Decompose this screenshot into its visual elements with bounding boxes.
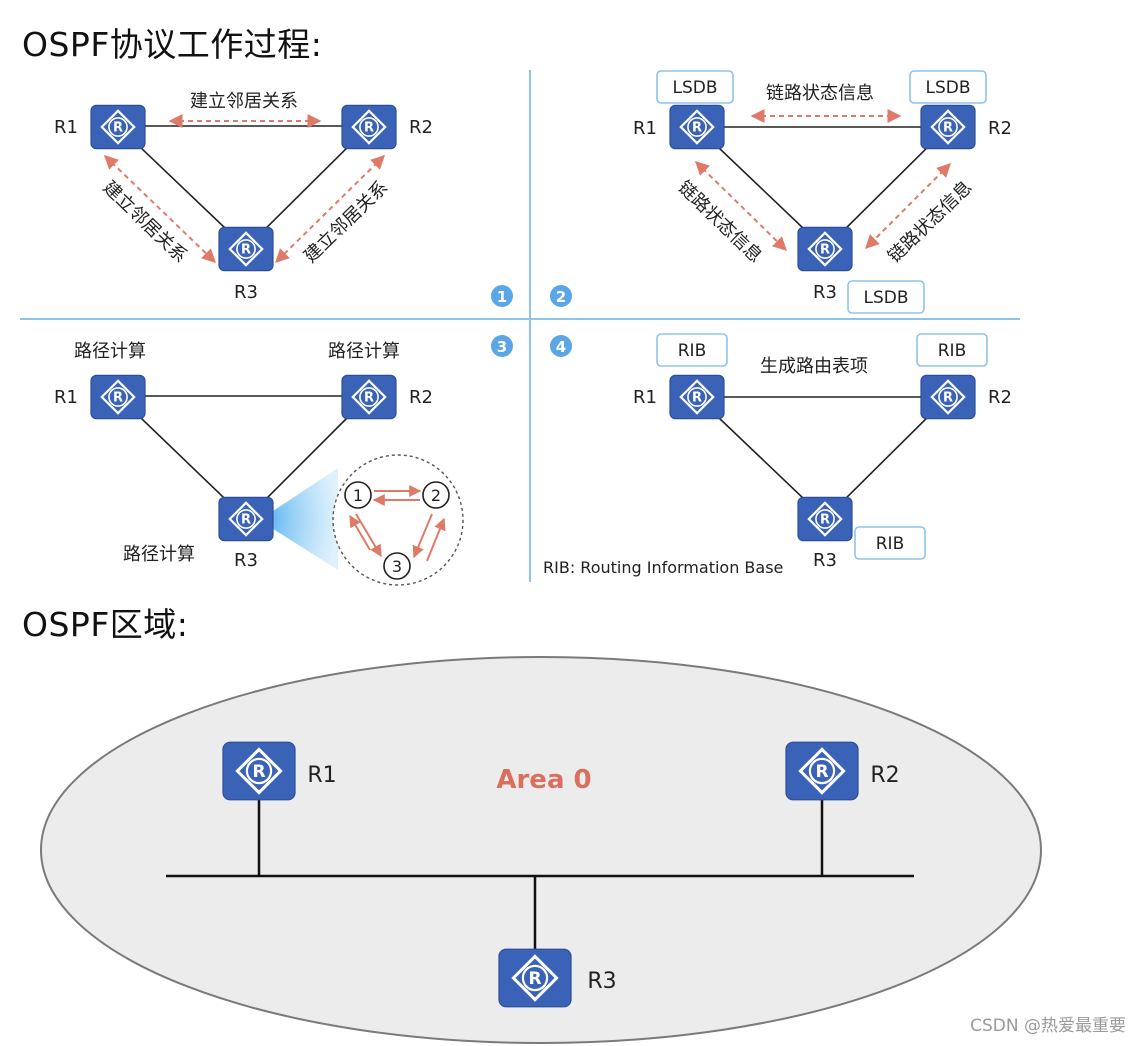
q3-r3-router-glyph: R xyxy=(241,513,251,528)
q2-r2-router-glyph: R xyxy=(943,121,953,136)
q2-r3-label: R3 xyxy=(813,282,837,303)
q1-r2-router-glyph: R xyxy=(364,121,374,136)
quadrant-4-rib: RIB RIB RIB 生成路由表项 RIB: Routing Informat… xyxy=(543,333,1012,577)
q3-r2-label: R2 xyxy=(409,387,433,408)
q2-right-label: 链路状态信息 xyxy=(884,177,976,267)
calc-node-3: 3 xyxy=(392,557,402,576)
area-r1-label: R1 xyxy=(307,763,336,788)
area-r2-router-glyph: R xyxy=(815,762,828,782)
q2-lsdb-r2: LSDB xyxy=(925,78,970,98)
q2-r2-label: R2 xyxy=(988,118,1012,139)
q4-r2-router-icon: R xyxy=(920,374,976,420)
process-title: OSPF协议工作过程: xyxy=(22,25,323,64)
q1-r3-label: R3 xyxy=(234,282,258,303)
q1-r2-router-icon: R xyxy=(341,104,397,150)
area-r3-router-glyph: R xyxy=(528,969,541,989)
q3-r2-calc-label: 路径计算 xyxy=(328,341,400,362)
q2-r1-router-icon: R xyxy=(669,104,725,150)
q4-r1-label: R1 xyxy=(633,387,657,408)
q4-top-label: 生成路由表项 xyxy=(760,356,868,377)
q2-r1-router-glyph: R xyxy=(692,121,702,136)
q4-r1-router-icon: R xyxy=(669,374,725,420)
area-r3-label: R3 xyxy=(587,969,616,994)
q3-r3-calc-label: 路径计算 xyxy=(123,544,195,565)
q3-r1-router-glyph: R xyxy=(113,391,123,406)
step-badge-2: 2 xyxy=(556,288,566,306)
watermark: CSDN @热爱最重要 xyxy=(970,1016,1126,1036)
q1-r3-router-glyph: R xyxy=(241,243,251,258)
area-r1-router-glyph: R xyxy=(252,762,265,782)
area-title: OSPF区域: xyxy=(22,605,189,644)
q2-top-label: 链路状态信息 xyxy=(766,83,874,104)
q3-r1-calc-label: 路径计算 xyxy=(74,341,146,362)
area-r2-router-icon: R xyxy=(785,741,859,801)
q3-r3-router-icon: R xyxy=(218,496,274,542)
q2-r1-label: R1 xyxy=(633,118,657,139)
q4-r2-label: R2 xyxy=(988,387,1012,408)
q1-r3-router-icon: R xyxy=(218,226,274,272)
q2-left-label: 链路状态信息 xyxy=(674,177,766,267)
q1-r2-label: R2 xyxy=(409,117,433,138)
quadrant-3-path-calc: 1 2 3 路径计算 路径计算 路径计算 R1 R2 R3 xyxy=(54,341,464,586)
q4-footnote: RIB: Routing Information Base xyxy=(543,558,783,577)
q1-r1-router-icon: R xyxy=(90,104,146,150)
q3-r3-label: R3 xyxy=(234,550,258,571)
q1-left-label: 建立邻居关系 xyxy=(99,177,191,267)
q2-r3-router-icon: R xyxy=(797,226,853,272)
q1-top-label: 建立邻居关系 xyxy=(190,91,298,112)
q1-right-label: 建立邻居关系 xyxy=(300,177,392,267)
step-badges: 1 2 3 4 xyxy=(491,285,572,357)
step-badge-1: 1 xyxy=(497,288,507,306)
area-0-label: Area 0 xyxy=(496,765,591,795)
q4-rib-r2: RIB xyxy=(938,341,967,361)
calc-node-2: 2 xyxy=(431,486,441,505)
q3-r1-label: R1 xyxy=(54,387,78,408)
q4-r2-router-glyph: R xyxy=(943,391,953,406)
q4-rib-r3: RIB xyxy=(876,534,905,554)
area-r3-router-icon: R xyxy=(498,948,572,1008)
q2-lsdb-r1: LSDB xyxy=(672,78,717,98)
router-icons: R R R R R R R R R R R R R R R xyxy=(90,104,976,1008)
q4-r3-router-glyph: R xyxy=(820,513,830,528)
q2-lsdb-r3: LSDB xyxy=(863,288,908,308)
q4-rib-r1: RIB xyxy=(678,341,707,361)
q4-r3-label: R3 xyxy=(813,550,837,571)
q1-r1-router-glyph: R xyxy=(113,121,123,136)
q3-r2-router-glyph: R xyxy=(364,391,374,406)
q4-r3-router-icon: R xyxy=(797,496,853,542)
calc-node-1: 1 xyxy=(353,486,363,505)
q2-r2-router-icon: R xyxy=(920,104,976,150)
q2-r3-router-glyph: R xyxy=(820,243,830,258)
step-badge-3: 3 xyxy=(497,338,507,356)
q1-r1-label: R1 xyxy=(54,117,78,138)
area-r2-label: R2 xyxy=(870,763,899,788)
area-r1-router-icon: R xyxy=(222,741,296,801)
q3-r2-router-icon: R xyxy=(341,374,397,420)
q4-r1-router-glyph: R xyxy=(692,391,702,406)
q3-r1-router-icon: R xyxy=(90,374,146,420)
step-badge-4: 4 xyxy=(556,338,566,356)
